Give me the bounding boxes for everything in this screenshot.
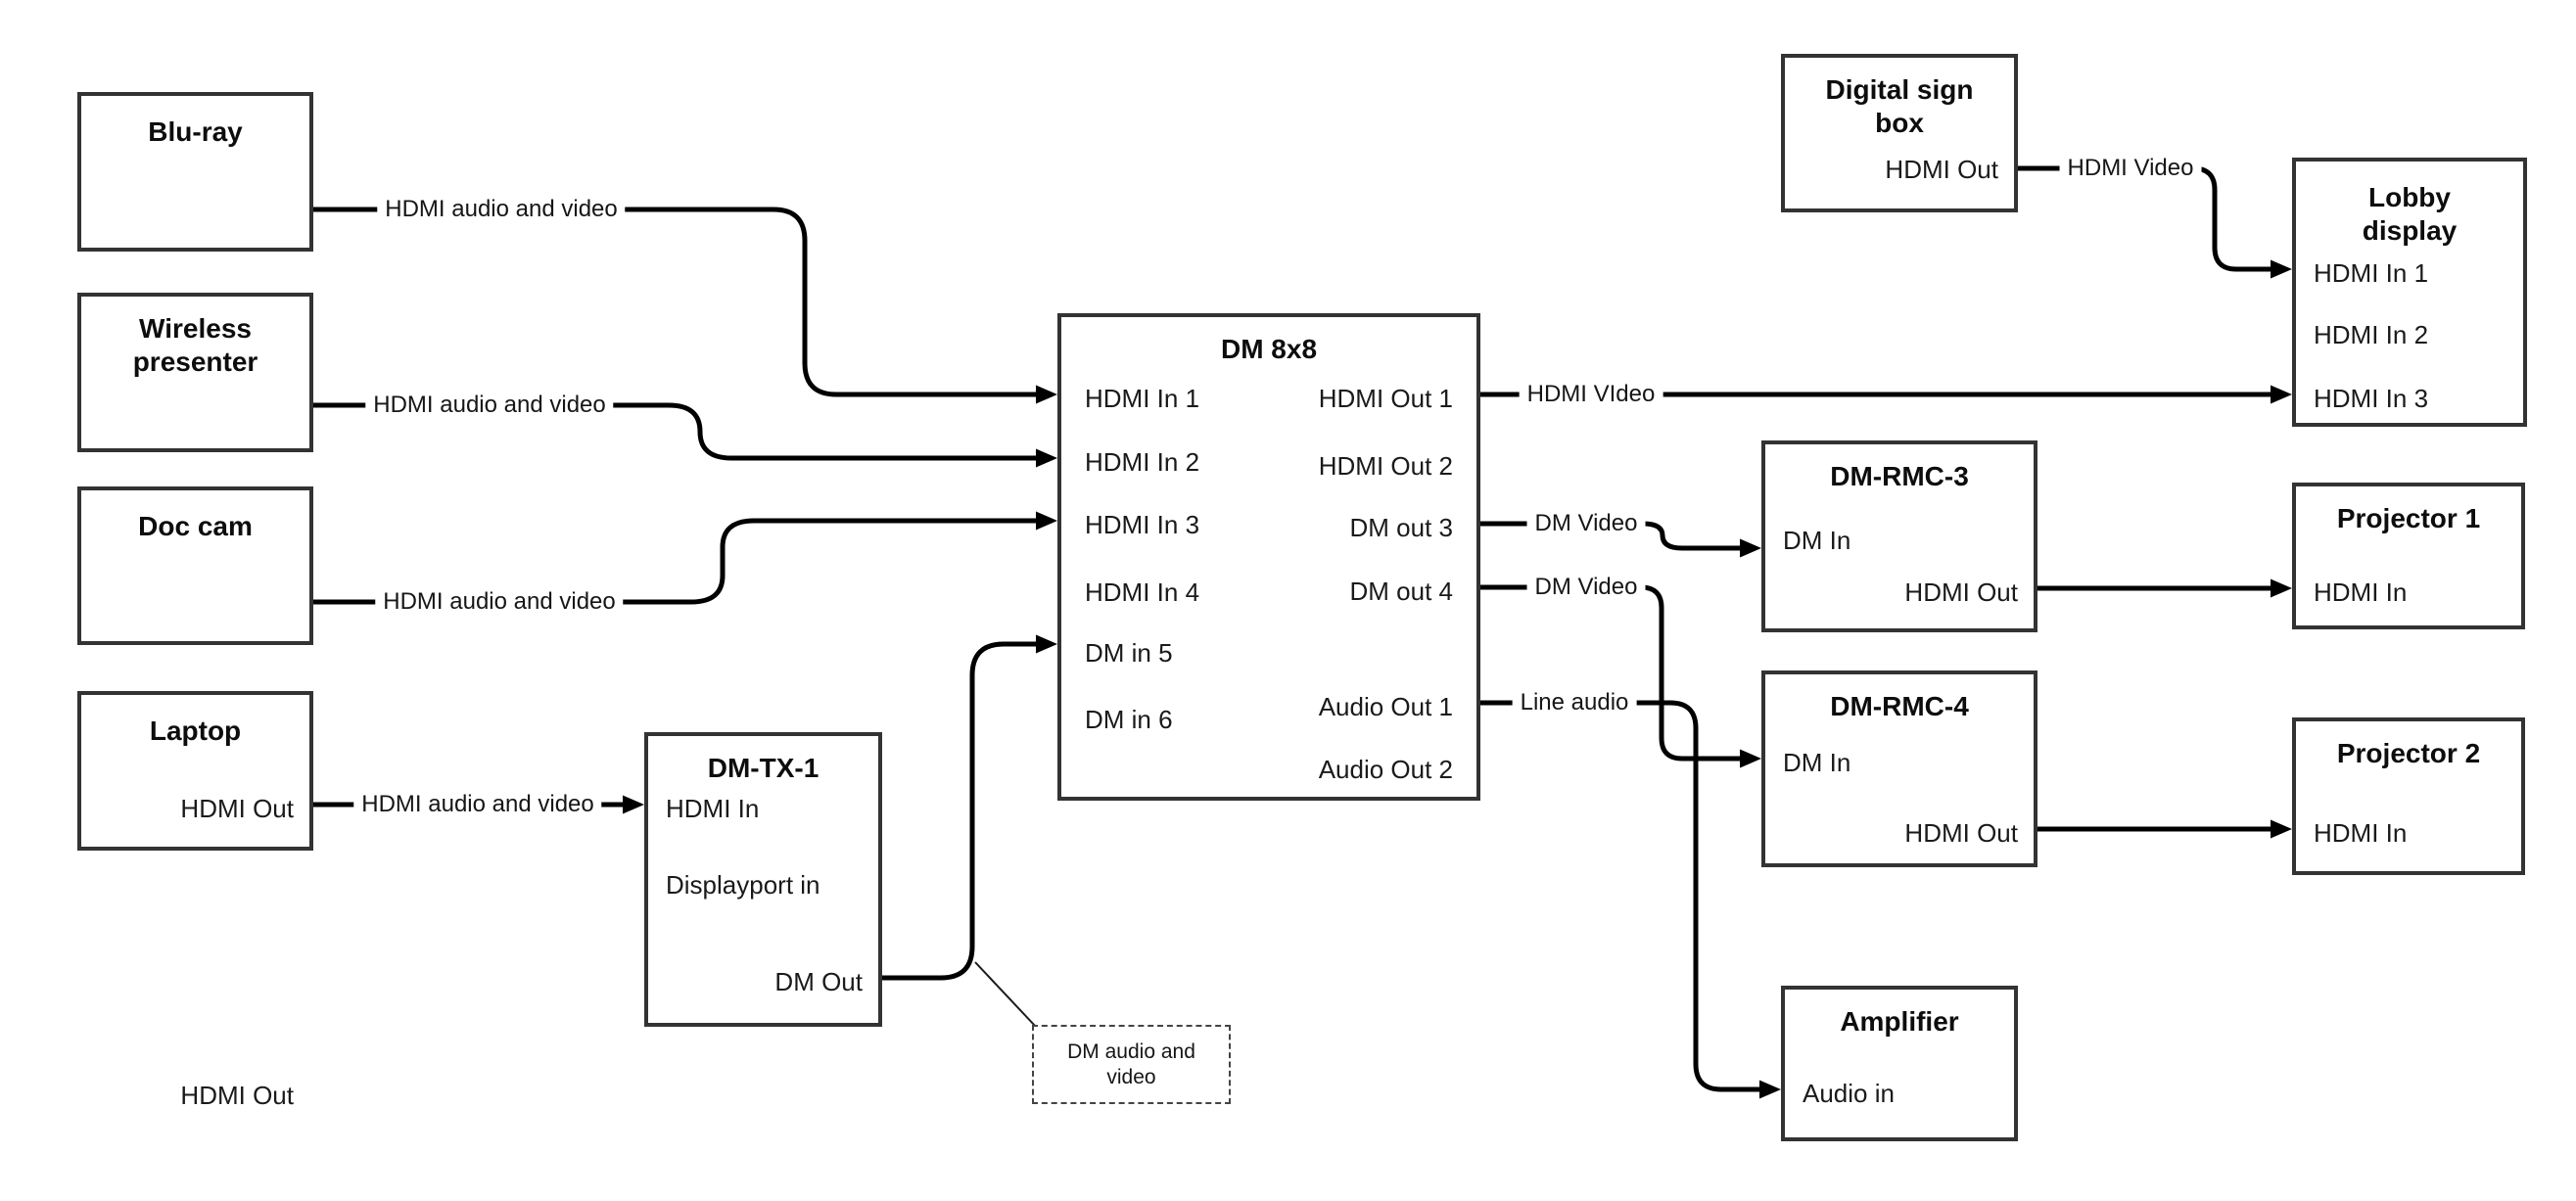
port-hdmi-out: HDMI Out bbox=[180, 794, 294, 823]
wire-doccam-to-dm8x8-in3 bbox=[313, 511, 1057, 605]
port-dm-out-3: DM out 3 bbox=[1349, 513, 1454, 542]
port-dm-in: DM In bbox=[1783, 748, 1851, 777]
wire-digitalsign-to-lobby-in1 bbox=[2017, 165, 2292, 279]
device-box-digital-sign: Digital sign box HDMI Out bbox=[1781, 54, 2018, 212]
wire-label-audio-out-1: Line audio bbox=[1512, 689, 1637, 716]
device-box-doc-cam: Doc cam HDMI Out bbox=[77, 486, 313, 1110]
wire-label-laptop: HDMI audio and video bbox=[353, 791, 602, 818]
wire-label-digitalsign: HDMI Video bbox=[2059, 155, 2202, 182]
wire-wireless-to-dm8x8-in2 bbox=[313, 402, 1057, 468]
box-title: Lobby display bbox=[2362, 182, 2458, 246]
port-dm-in-6: DM in 6 bbox=[1085, 705, 1173, 734]
device-box-dm-tx-1: DM-TX-1 HDMI In Displayport in DM Out bbox=[644, 732, 882, 1027]
wire-label-hdmi-out-1: HDMI VIdeo bbox=[1519, 381, 1663, 408]
port-hdmi-out: HDMI Out bbox=[1904, 577, 2018, 607]
port-dm-out-4: DM out 4 bbox=[1349, 577, 1454, 606]
port-hdmi-in: HDMI In bbox=[2314, 818, 2408, 848]
port-displayport-in: Displayport in bbox=[666, 870, 820, 900]
device-box-wireless-presenter: Wireless presenter HDMI Out bbox=[77, 293, 313, 716]
note-dm-audio-video: DM audio and video bbox=[1032, 1025, 1231, 1104]
box-title: Projector 2 bbox=[2336, 738, 2481, 768]
port-hdmi-out: HDMI Out bbox=[1885, 155, 1998, 184]
port-audio-out-2: Audio Out 2 bbox=[1318, 755, 1453, 784]
note-text: DM audio and video bbox=[1067, 1039, 1195, 1088]
port-hdmi-in-3: HDMI In 3 bbox=[1085, 510, 1200, 539]
wire-dm8x8-out3-to-dmrmc3 bbox=[1480, 521, 1761, 558]
port-dm-in: DM In bbox=[1783, 526, 1851, 555]
wire-label-bluray: HDMI audio and video bbox=[377, 196, 626, 223]
port-audio-in: Audio in bbox=[1803, 1079, 1895, 1108]
device-box-dm-8x8: DM 8x8 HDMI In 1 HDMI In 2 HDMI In 3 HDM… bbox=[1057, 313, 1480, 801]
port-hdmi-in-1: HDMI In 1 bbox=[2314, 258, 2429, 288]
port-hdmi-in: HDMI In bbox=[666, 794, 760, 823]
box-title: DM 8x8 bbox=[1220, 334, 1318, 364]
port-hdmi-in-4: HDMI In 4 bbox=[1085, 577, 1200, 607]
port-dm-in-5: DM in 5 bbox=[1085, 638, 1173, 668]
wire-label-doccam: HDMI audio and video bbox=[375, 588, 624, 616]
port-hdmi-out-1: HDMI Out 1 bbox=[1318, 384, 1453, 413]
box-title: DM-TX-1 bbox=[707, 753, 820, 783]
device-box-dm-rmc-3: DM-RMC-3 DM In HDMI Out bbox=[1761, 440, 2037, 632]
port-hdmi-in-3: HDMI In 3 bbox=[2314, 384, 2429, 413]
device-box-projector-2: Projector 2 HDMI In bbox=[2292, 717, 2525, 875]
wire-bluray-to-dm8x8-in1 bbox=[313, 207, 1057, 404]
wire-dm8x8-audio1-to-amplifier bbox=[1480, 700, 1781, 1099]
box-title: Wireless presenter bbox=[132, 313, 258, 377]
port-hdmi-out: HDMI Out bbox=[180, 1081, 294, 1110]
port-hdmi-in-1: HDMI In 1 bbox=[1085, 384, 1200, 413]
box-title: Doc cam bbox=[138, 511, 253, 541]
port-hdmi-in-2: HDMI In 2 bbox=[1085, 447, 1200, 477]
wire-label-dm-out-4: DM Video bbox=[1526, 574, 1646, 601]
wire-dmtx1-to-dm8x8-in5 bbox=[882, 634, 1057, 981]
wire-label-wireless: HDMI audio and video bbox=[365, 392, 614, 419]
wire-label-dm-out-3: DM Video bbox=[1526, 510, 1646, 537]
box-title: Amplifier bbox=[1840, 1006, 1959, 1037]
box-title: Digital sign box bbox=[1825, 74, 1974, 138]
port-dm-out: DM Out bbox=[774, 967, 863, 996]
device-box-lobby-display: Lobby display HDMI In 1 HDMI In 2 HDMI I… bbox=[2292, 158, 2527, 427]
box-title: Projector 1 bbox=[2336, 503, 2481, 533]
device-box-bluray: Blu-ray HDMI Out bbox=[77, 92, 313, 320]
wire-dm8x8-out4-to-dmrmc4 bbox=[1480, 584, 1761, 768]
device-box-projector-1: Projector 1 HDMI In bbox=[2292, 483, 2525, 629]
box-title: Laptop bbox=[149, 716, 242, 746]
device-box-laptop: Laptop HDMI Out bbox=[77, 691, 313, 851]
device-box-amplifier: Amplifier Audio in bbox=[1781, 986, 2018, 1141]
device-box-dm-rmc-4: DM-RMC-4 DM In HDMI Out bbox=[1761, 670, 2037, 867]
port-hdmi-in: HDMI In bbox=[2314, 577, 2408, 607]
box-title: Blu-ray bbox=[148, 116, 243, 147]
box-title: DM-RMC-3 bbox=[1830, 461, 1969, 491]
note-callout-line bbox=[974, 961, 1037, 1028]
port-audio-out-1: Audio Out 1 bbox=[1318, 692, 1453, 721]
box-title: DM-RMC-4 bbox=[1830, 691, 1969, 721]
port-hdmi-out: HDMI Out bbox=[1904, 818, 2018, 848]
port-hdmi-in-2: HDMI In 2 bbox=[2314, 320, 2429, 349]
port-hdmi-out-2: HDMI Out 2 bbox=[1318, 451, 1453, 481]
